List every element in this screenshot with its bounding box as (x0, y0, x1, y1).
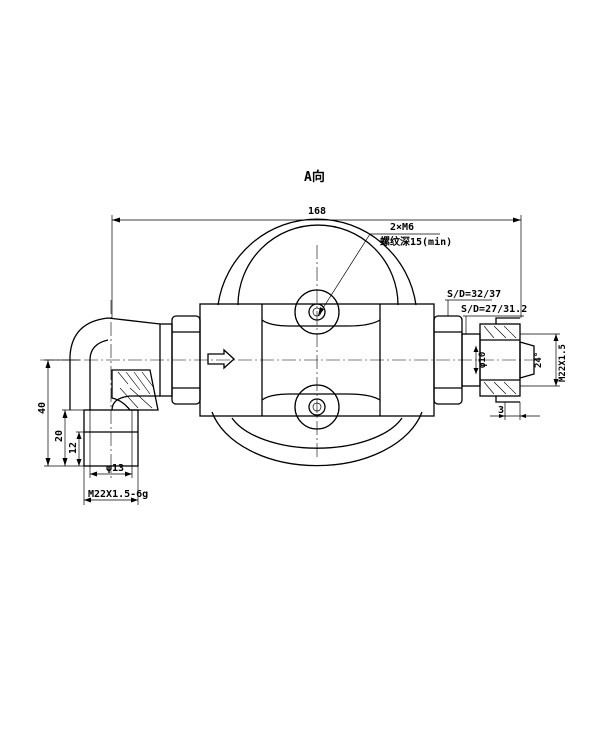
angle-24-label: 24° (534, 352, 544, 368)
left-height-dimensions: 40 20 12 (37, 359, 84, 467)
bolt-leader: 2×M6 螺纹深15(min) (317, 222, 452, 317)
height-40-label: 40 (37, 402, 48, 414)
view-title: A向 (304, 169, 325, 185)
overall-length-label: 168 (308, 206, 326, 217)
thread-left-label: M22X1.5-6g (88, 489, 148, 500)
right-connector-fitting (461, 317, 535, 403)
dia-13-label: φ13 (106, 463, 124, 474)
bolt-spec-label: 2×M6 (390, 222, 414, 233)
height-12-label: 12 (68, 442, 79, 454)
left-bottom-dimensions: φ13 M22X1.5-6g (83, 463, 148, 505)
height-20-label: 20 (54, 430, 65, 442)
overall-length-dimension: 168 (111, 206, 522, 318)
dia-10-label: φ10 (478, 352, 488, 368)
left-hex-nut (159, 315, 201, 405)
right-dimensions: S/D=32/37 S/D=27/31.2 φ10 24° M22X1.5 3 (445, 289, 568, 420)
left-elbow-fitting (69, 300, 161, 478)
thread-depth-label: 螺纹深15(min) (380, 235, 452, 248)
wrench-size-1-label: S/D=32/37 (447, 289, 501, 300)
thread-right-label: M22X1.5 (558, 344, 568, 382)
flange-body (211, 218, 423, 467)
len-3-label: 3 (498, 405, 504, 416)
wrench-size-2-label: S/D=27/31.2 (461, 304, 527, 315)
